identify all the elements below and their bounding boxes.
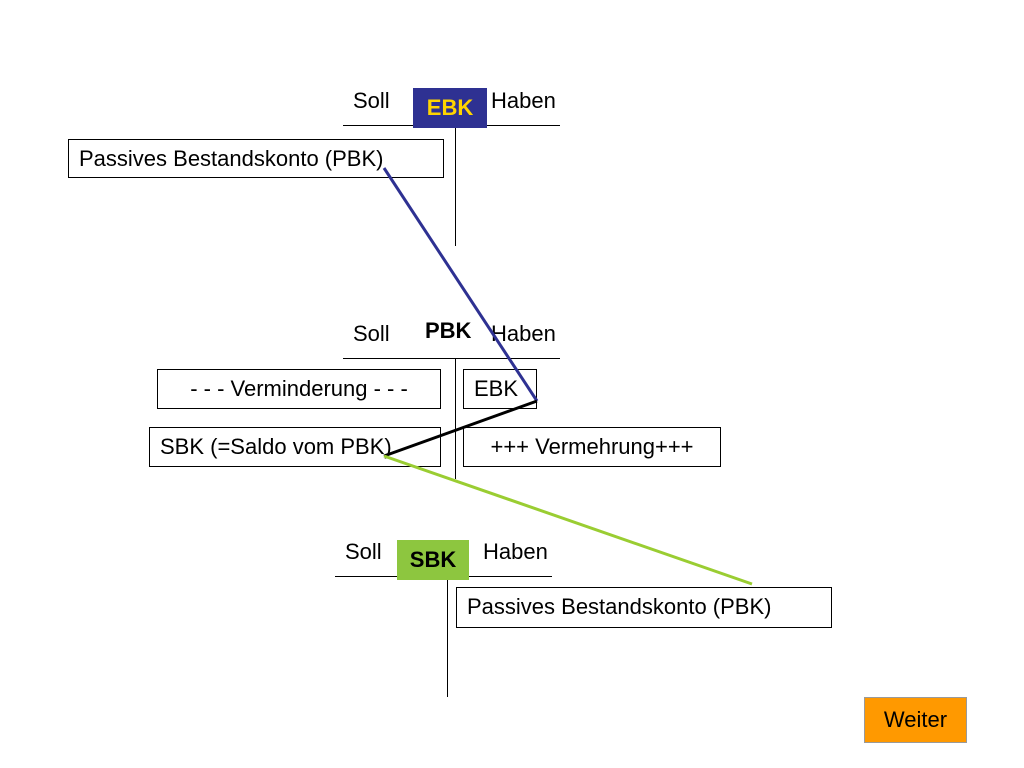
saldo-connector (383, 399, 538, 458)
ebk-t-account-vertical (455, 125, 456, 246)
weiter-button[interactable]: Weiter (864, 697, 967, 743)
pbk-title: PBK (425, 318, 472, 343)
pbk-t-account-horizontal (343, 358, 560, 359)
sbk-tag: SBK (397, 540, 469, 580)
ebk-entry-pbk: Passives Bestandskonto (PBK) (68, 139, 444, 178)
pbk-credit-ebk: EBK (463, 369, 537, 409)
ebk-to-pbk-connector (382, 167, 539, 402)
pbk-haben-label: Haben (491, 321, 556, 346)
pbk-debit-sbk-saldo: SBK (=Saldo vom PBK) (149, 427, 441, 467)
sbk-soll-label: Soll (345, 539, 382, 564)
sbk-t-account-vertical (447, 576, 448, 697)
sbk-entry-pbk: Passives Bestandskonto (PBK) (456, 587, 832, 628)
pbk-soll-label: Soll (353, 321, 390, 346)
pbk-debit-verminderung: - - - Verminderung - - - (157, 369, 441, 409)
pbk-t-account-vertical (455, 358, 456, 479)
ebk-tag: EBK (413, 88, 487, 128)
ebk-haben-label: Haben (491, 88, 556, 113)
pbk-credit-vermehrung: +++ Vermehrung+++ (463, 427, 721, 467)
sbk-haben-label: Haben (483, 539, 548, 564)
ebk-soll-label: Soll (353, 88, 390, 113)
sbk-to-pbk-connector (383, 454, 753, 586)
